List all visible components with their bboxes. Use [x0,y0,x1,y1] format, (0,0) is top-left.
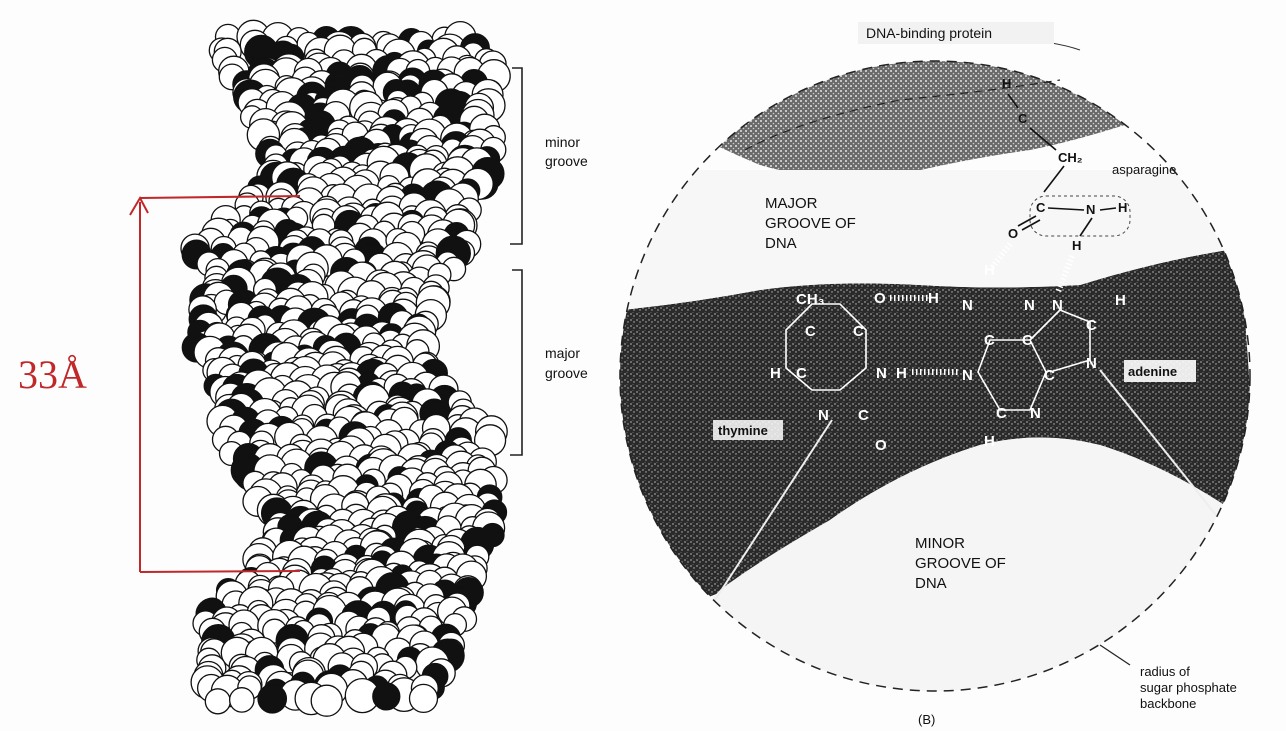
thymine-N3: N [876,365,887,382]
minor-groove-bracket [510,68,522,244]
adenine-C8: C [1086,317,1097,334]
thymine-N1: N [818,407,829,424]
atom-H3: H [1072,238,1081,253]
adenine-H8: H [1115,292,1126,309]
adenine-H6b: H [984,262,995,279]
thymine-C2: C [858,407,869,424]
major-groove-label-line1: major [545,345,580,361]
atom-CH2: CH₂ [1058,150,1083,165]
thymine-O2: O [875,437,887,454]
adenine-N7: N [1024,297,1035,314]
atom-O: O [1008,226,1018,241]
major-groove-label-line1: MAJOR [765,195,818,212]
thymine-H3: H [896,365,907,382]
minor-groove-label-line1: minor [545,134,580,150]
major-groove-label-line3: DNA [765,235,797,252]
adenine-C2: C [996,405,1007,422]
adenine-N9: N [1086,355,1097,372]
major-groove-bracket [510,270,522,455]
adenine-label: adenine [1128,364,1177,379]
atom-H: H [1002,76,1011,91]
radius-label-line1: radius of [1140,664,1190,679]
atom-C2: C [1036,200,1046,215]
thymine-CH3: CH₃ [796,291,825,308]
thymine-C5: C [805,323,816,340]
dna-binding-protein-label: DNA-binding protein [866,25,992,41]
atom-N: N [1086,202,1095,217]
thymine-C6: C [796,365,807,382]
thymine-C4: C [853,323,864,340]
radius-label-line3: backbone [1140,696,1196,711]
asparagine-label: asparagine [1112,162,1176,177]
thymine-label: thymine [718,423,768,438]
adenine-N6: N [962,297,973,314]
atom-H2: H [1118,200,1127,215]
adenine-H2: H [984,433,995,450]
atom-C: C [1018,111,1028,126]
helix-atom [258,685,286,713]
minor-groove-label-line2: groove [545,153,588,169]
helix-atom [410,684,438,712]
pitch-annotation-text: 33Å [18,352,87,397]
minor-groove-label-line1: MINOR [915,535,965,552]
minor-groove-label-line2: GROOVE OF [915,555,1006,572]
adenine-N1: N [962,367,973,384]
adenine-H6: H [928,290,939,307]
minor-groove-label-line3: DNA [915,575,947,592]
major-groove-label-line2: GROOVE OF [765,215,856,232]
helix-atom [230,688,254,712]
thymine-O4: O [874,290,886,307]
panel-letter: (B) [918,712,935,727]
dna-space-filling-model [181,20,510,716]
thymine-H6: H [770,365,781,382]
helix-atom [373,683,400,710]
helix-atom [311,685,342,716]
major-groove-label-line2: groove [545,365,588,381]
helix-atom [205,689,230,714]
radius-label-line2: sugar phosphate [1140,680,1237,695]
